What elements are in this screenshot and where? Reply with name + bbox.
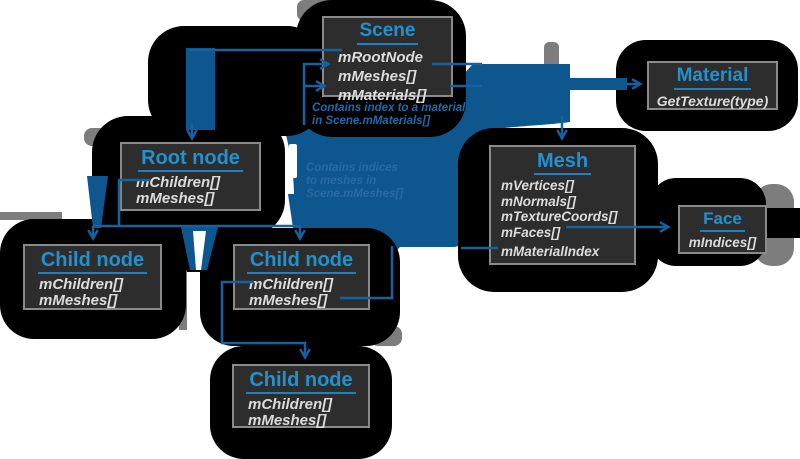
- root-node-field: mChildren[]: [136, 174, 221, 191]
- face-field: mIndices[]: [688, 234, 757, 250]
- material-title: Material: [673, 65, 752, 90]
- blue-flow-fragments: [87, 48, 627, 270]
- face-title: Face: [700, 209, 745, 232]
- mesh-field: mNormals[]: [501, 193, 577, 209]
- mesh-field: mFaces[]: [501, 224, 561, 240]
- child-node-left-title: Child node: [37, 249, 148, 274]
- child-node-bottom-field: mChildren[]: [248, 396, 333, 413]
- scene-field: mMeshes[]: [338, 67, 417, 85]
- scene-title: Scene: [356, 20, 419, 45]
- material-thick-bar: [570, 78, 627, 90]
- mesh-field: mVertices[]: [501, 178, 575, 193]
- scene-to-root-thick-column: [186, 48, 215, 130]
- center-thick-arrow-notch: [193, 231, 206, 270]
- mesh-box: Mesh mVertices[]mNormals[]mTextureCoords[…: [489, 145, 636, 265]
- left-thick-wedge: [87, 176, 108, 228]
- child-node-middle-field: mMeshes[]: [249, 292, 328, 309]
- face-box: Face mIndices[]: [678, 205, 767, 254]
- child-node-middle-title: Child node: [246, 249, 357, 274]
- right-thick-wedge: [288, 194, 309, 228]
- root-node-title: Root node: [138, 147, 243, 172]
- mesh-title: Mesh: [533, 150, 592, 175]
- child-node-middle-box: Child node mChildren[]mMeshes[]: [233, 244, 370, 310]
- child-node-bottom-field: mMeshes[]: [248, 412, 327, 429]
- mesh-field: mTextureCoords[]: [501, 209, 618, 224]
- mesh-field: mMaterialIndex: [501, 244, 600, 259]
- child-node-left-box: Child node mChildren[]mMeshes[]: [23, 244, 162, 310]
- child-node-bottom-title: Child node: [246, 369, 356, 394]
- scene-field: mRootNode: [338, 48, 423, 66]
- child-node-middle-field: mChildren[]: [249, 276, 334, 293]
- root-node-box: Root node mChildren[]mMeshes[]: [120, 142, 261, 211]
- scene-field: mMaterials[]: [338, 86, 427, 104]
- child-node-left-field: mMeshes[]: [39, 292, 118, 309]
- flow-shape-white-notch: [289, 144, 297, 178]
- material-field: GetTexture(type): [656, 92, 769, 109]
- root-node-field: mMeshes[]: [136, 190, 215, 207]
- child-node-bottom-box: Child node mChildren[]mMeshes[]: [232, 364, 370, 429]
- child-node-left-field: mChildren[]: [39, 276, 124, 293]
- left-child-gray-band: [0, 212, 62, 220]
